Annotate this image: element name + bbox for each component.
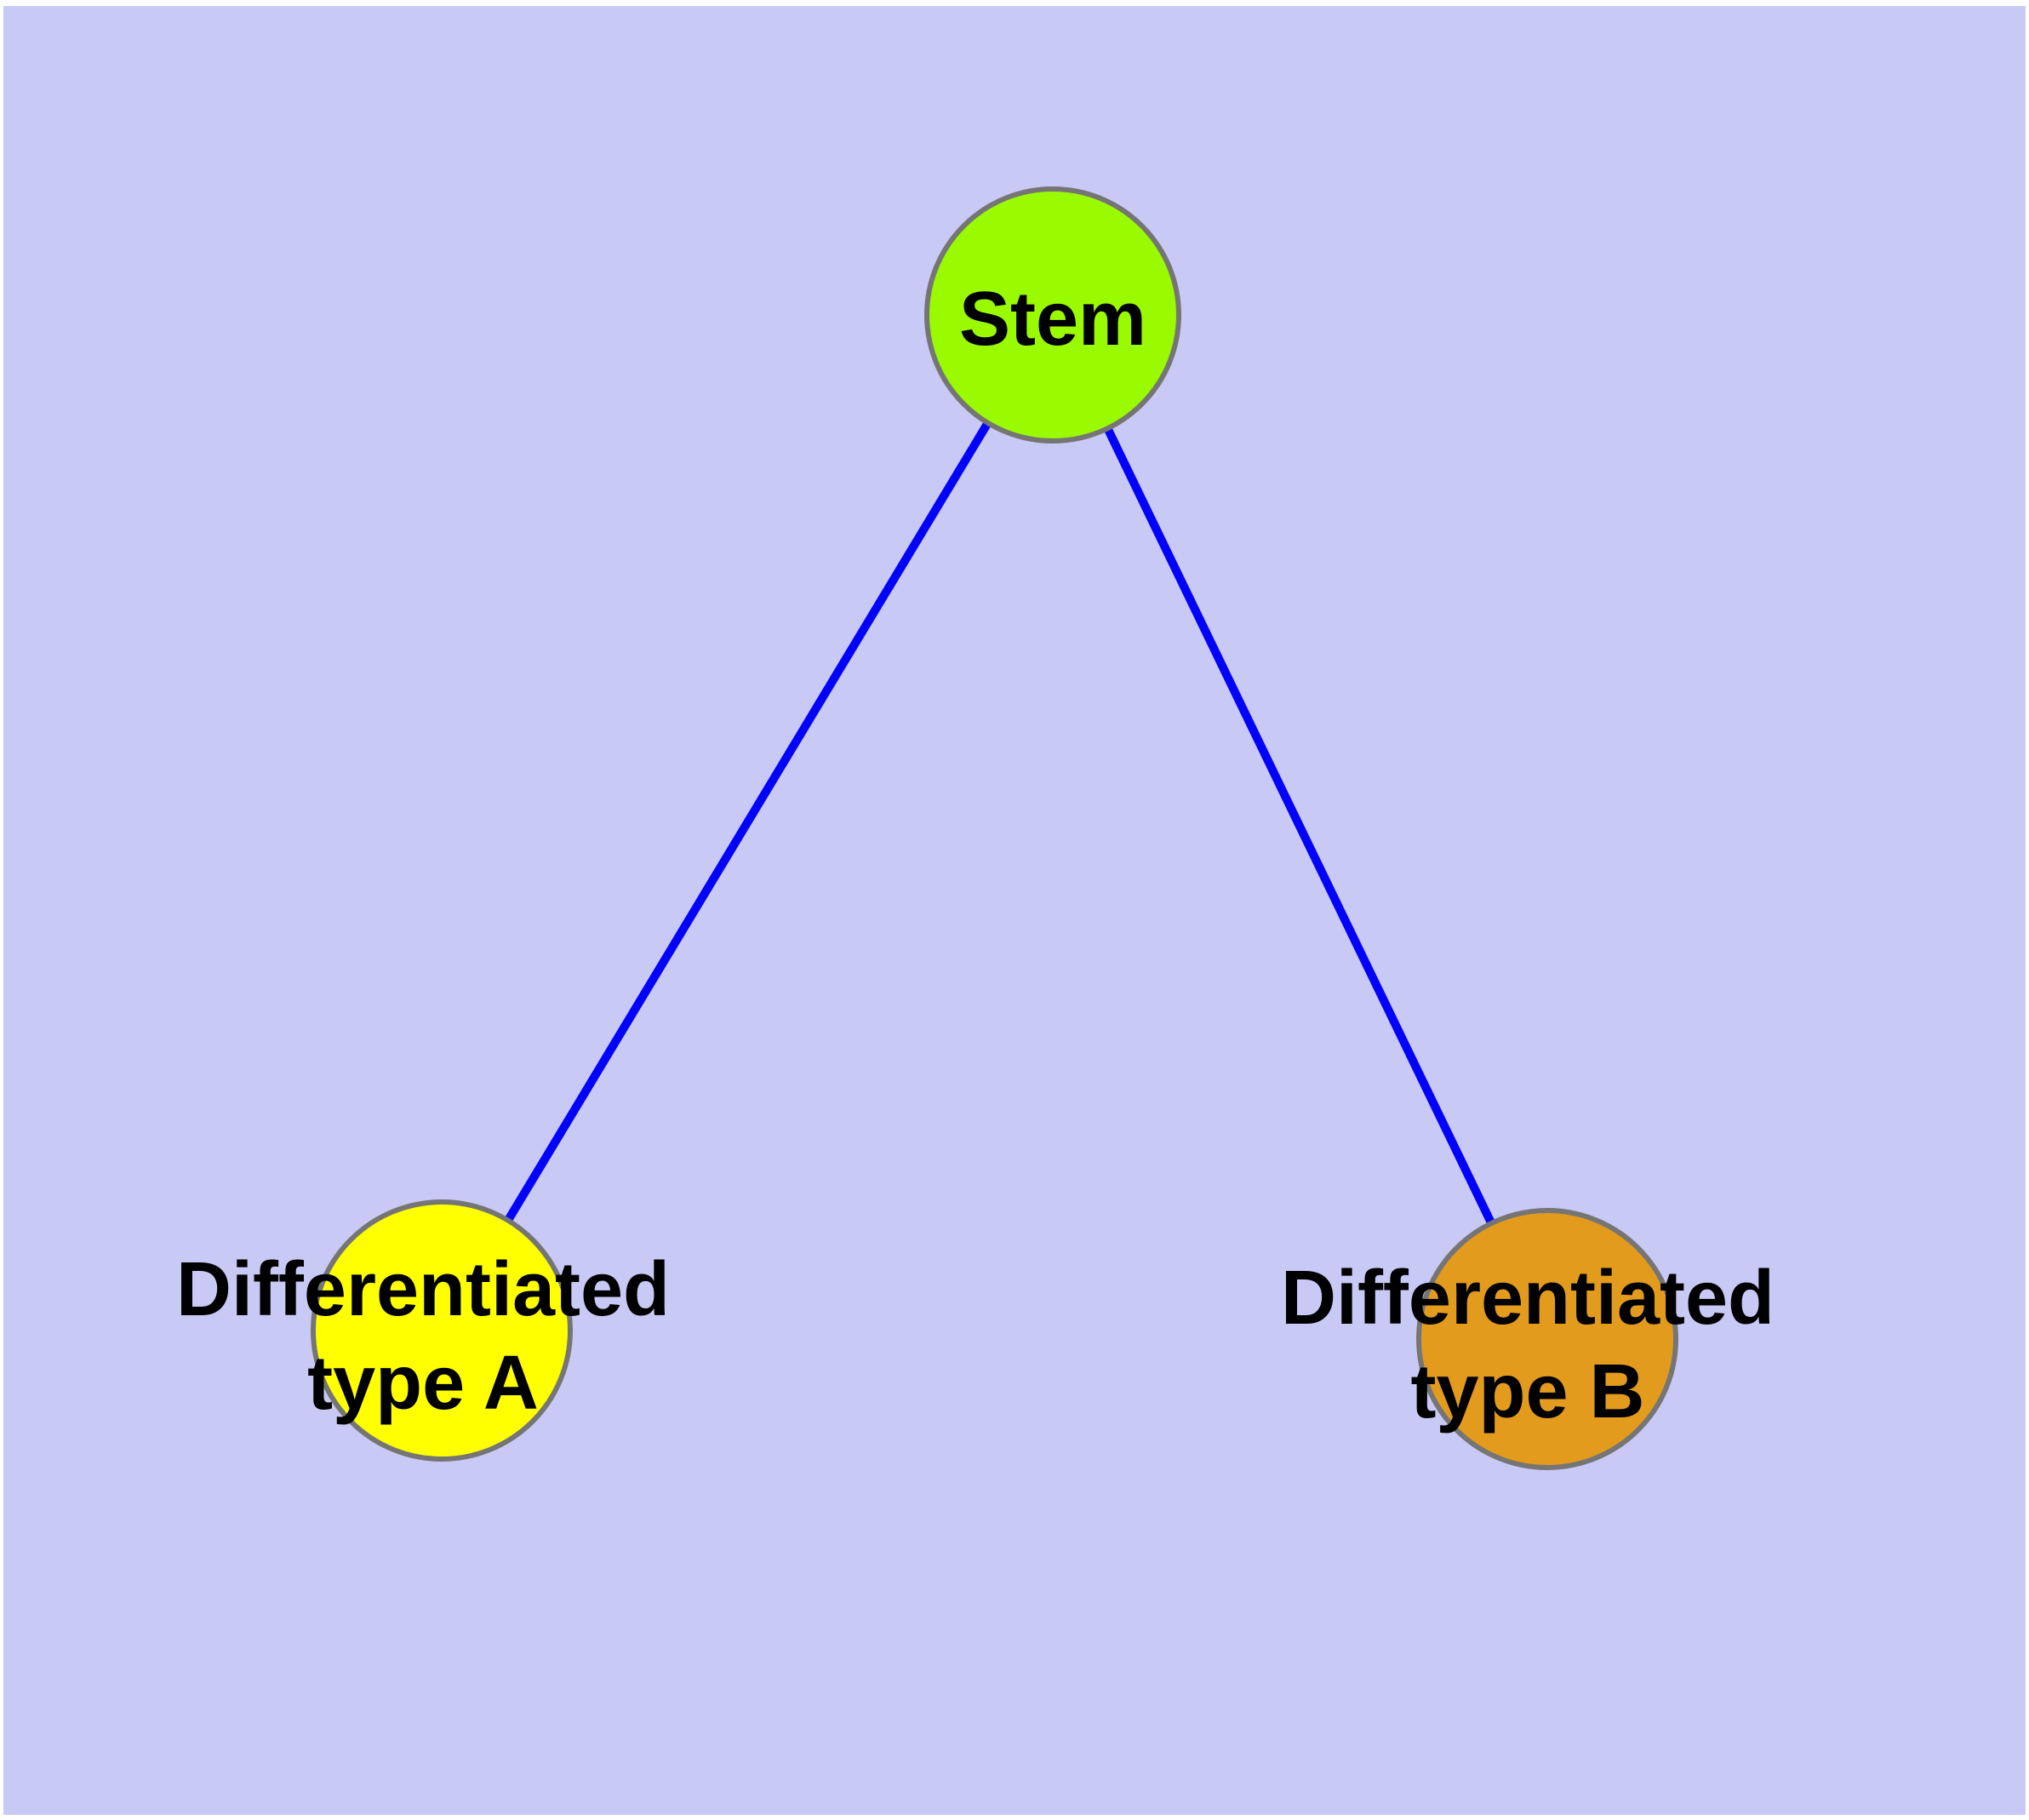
node-stem (924, 186, 1181, 444)
node-differentiated-type-a (311, 1199, 573, 1462)
node-type-a-label-line-1: Differentiated (176, 1247, 670, 1332)
node-type-a-label-line-2: type A (307, 1341, 539, 1426)
node-stem-label: Stem (959, 277, 1146, 362)
node-differentiated-type-b (1416, 1208, 1678, 1470)
edge-stem-to-type-a (437, 312, 1057, 1333)
edge-stem-to-type-b (1049, 312, 1552, 1342)
node-type-b-label-line-2: type B (1410, 1349, 1644, 1434)
node-type-b-label-line-1: Differentiated (1281, 1256, 1775, 1341)
